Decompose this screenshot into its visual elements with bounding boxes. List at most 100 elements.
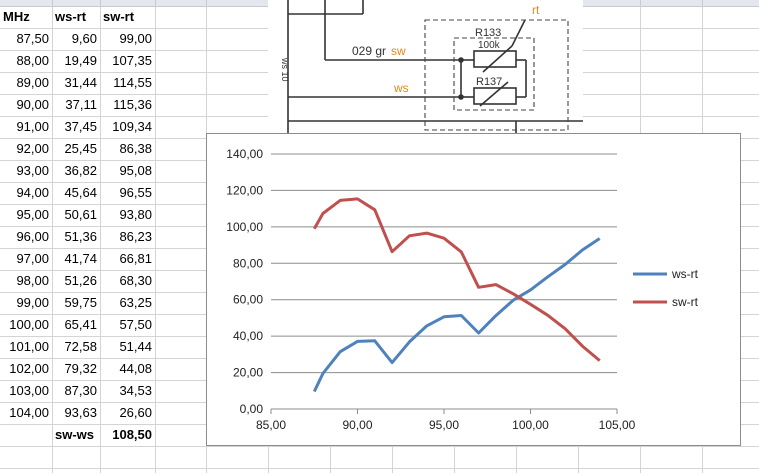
table-cell[interactable]: 51,44 bbox=[119, 339, 152, 354]
table-cell[interactable]: 66,81 bbox=[119, 251, 152, 266]
table-cell[interactable]: 37,11 bbox=[65, 97, 97, 112]
table-cell[interactable]: 87,30 bbox=[64, 383, 97, 398]
table-cell[interactable]: 9,60 bbox=[71, 31, 97, 46]
table-cell[interactable]: 34,53 bbox=[119, 383, 152, 398]
y-tick-label: 40,00 bbox=[233, 329, 263, 343]
table-cell[interactable]: 101,00 bbox=[9, 339, 49, 354]
junction-dot bbox=[458, 94, 464, 100]
table-cell[interactable]: 100,00 bbox=[9, 317, 49, 332]
r137-label: R137 bbox=[476, 76, 502, 88]
table-cell[interactable]: 93,00 bbox=[16, 163, 49, 178]
table-cell[interactable]: 87,50 bbox=[16, 31, 49, 46]
y-tick-label: 0,00 bbox=[240, 402, 264, 416]
chart-container[interactable]: 0,00 20,00 40,00 60,00 80,00 100,00 120,00 140,… bbox=[206, 133, 741, 446]
column-header-separator bbox=[52, 0, 53, 6]
table-cell[interactable]: 102,00 bbox=[9, 361, 49, 376]
table-cell[interactable]: 109,34 bbox=[112, 119, 152, 134]
wire-label: 029 gr bbox=[352, 44, 386, 58]
column-header-separator bbox=[100, 0, 101, 6]
column-header-separator bbox=[640, 0, 641, 6]
table-cell[interactable]: 89,00 bbox=[16, 75, 49, 90]
series-line-sw-rt bbox=[312, 197, 601, 362]
header-cell-ws-rt[interactable]: ws-rt bbox=[55, 9, 87, 24]
r133-label: R133 bbox=[475, 27, 501, 39]
x-tick-label: 90,00 bbox=[342, 418, 372, 432]
table-cell[interactable]: 97,00 bbox=[16, 251, 49, 266]
table-cell[interactable]: 68,30 bbox=[119, 273, 152, 288]
table-cell[interactable]: 31,44 bbox=[64, 75, 97, 90]
table-cell[interactable]: 51,36 bbox=[64, 229, 97, 244]
table-cell[interactable]: 26,60 bbox=[119, 405, 152, 420]
table-cell[interactable]: 99,00 bbox=[16, 295, 49, 310]
table-cell[interactable]: 25,45 bbox=[64, 141, 97, 156]
y-tick-label: 80,00 bbox=[233, 256, 263, 270]
column-gridline bbox=[52, 6, 53, 473]
table-cell[interactable]: 93,80 bbox=[119, 207, 152, 222]
schematic-image: ws 10 029 gr sw ws rt R133 100k R137 bbox=[268, 0, 583, 133]
sw-label: sw bbox=[391, 44, 406, 58]
y-tick-label: 20,00 bbox=[233, 366, 263, 380]
x-tick-label: 105,00 bbox=[599, 418, 636, 432]
table-cell[interactable]: 95,00 bbox=[16, 207, 49, 222]
table-cell[interactable]: 91,00 bbox=[16, 119, 49, 134]
table-cell[interactable]: 99,00 bbox=[119, 31, 152, 46]
table-cell[interactable]: 65,41 bbox=[64, 317, 97, 332]
y-tick-label: 100,00 bbox=[226, 220, 263, 234]
line-chart[interactable]: 0,00 20,00 40,00 60,00 80,00 100,00 120,00 140,… bbox=[207, 134, 740, 445]
column-header-separator bbox=[155, 0, 156, 6]
table-cell[interactable]: 45,64 bbox=[64, 185, 97, 200]
table-cell[interactable]: 57,50 bbox=[119, 317, 152, 332]
footer-label-cell[interactable]: sw-ws bbox=[55, 427, 95, 442]
column-header-separator bbox=[702, 0, 703, 6]
series-line-ws-rt bbox=[312, 237, 601, 393]
table-cell[interactable]: 86,38 bbox=[119, 141, 152, 156]
table-cell[interactable]: 88,00 bbox=[16, 53, 49, 68]
table-cell[interactable]: 19,49 bbox=[64, 53, 97, 68]
row-gridline bbox=[0, 446, 759, 447]
table-cell[interactable]: 79,32 bbox=[64, 361, 97, 376]
header-cell-mhz[interactable]: MHz bbox=[3, 9, 30, 24]
y-tick-label: 120,00 bbox=[226, 183, 263, 197]
table-cell[interactable]: 96,55 bbox=[119, 185, 152, 200]
column-gridline bbox=[155, 6, 156, 473]
footer-value-cell[interactable]: 108,50 bbox=[112, 427, 152, 442]
table-cell[interactable]: 41,74 bbox=[64, 251, 97, 266]
y-tick-label: 60,00 bbox=[233, 293, 263, 307]
table-cell[interactable]: 104,00 bbox=[9, 405, 49, 420]
junction-dot bbox=[458, 57, 464, 63]
table-cell[interactable]: 103,00 bbox=[9, 383, 49, 398]
table-cell[interactable]: 36,82 bbox=[64, 163, 97, 178]
column-header-separator bbox=[206, 0, 207, 6]
table-cell[interactable]: 95,08 bbox=[119, 163, 152, 178]
side-label: ws 10 bbox=[280, 57, 290, 82]
table-cell[interactable]: 90,00 bbox=[16, 97, 49, 112]
y-tick-label: 140,00 bbox=[226, 147, 263, 161]
x-tick-label: 100,00 bbox=[512, 418, 549, 432]
rt-label: rt bbox=[532, 3, 540, 17]
table-cell[interactable]: 98,00 bbox=[16, 273, 49, 288]
table-cell[interactable]: 115,36 bbox=[113, 97, 152, 112]
table-cell[interactable]: 94,00 bbox=[16, 185, 49, 200]
table-cell[interactable]: 107,35 bbox=[112, 53, 152, 68]
column-gridline bbox=[100, 6, 101, 473]
table-cell[interactable]: 37,45 bbox=[64, 119, 97, 134]
legend-label-sw-rt: sw-rt bbox=[672, 295, 699, 309]
legend-label-ws-rt: ws-rt bbox=[671, 267, 699, 281]
r133-value-label: 100k bbox=[478, 40, 501, 51]
schematic-drawing: ws 10 029 gr sw ws rt R133 100k R137 bbox=[280, 0, 583, 133]
table-cell[interactable]: 86,23 bbox=[119, 229, 152, 244]
table-cell[interactable]: 44,08 bbox=[119, 361, 152, 376]
header-cell-sw-rt[interactable]: sw-rt bbox=[103, 9, 135, 24]
row-gridline bbox=[0, 468, 759, 469]
table-cell[interactable]: 93,63 bbox=[64, 405, 97, 420]
x-tick-label: 95,00 bbox=[429, 418, 459, 432]
table-cell[interactable]: 96,00 bbox=[16, 229, 49, 244]
x-tick-label: 85,00 bbox=[256, 418, 286, 432]
table-cell[interactable]: 51,26 bbox=[64, 273, 97, 288]
table-cell[interactable]: 63,25 bbox=[119, 295, 152, 310]
table-cell[interactable]: 59,75 bbox=[64, 295, 97, 310]
table-cell[interactable]: 114,55 bbox=[113, 75, 152, 90]
table-cell[interactable]: 72,58 bbox=[64, 339, 97, 354]
table-cell[interactable]: 92,00 bbox=[16, 141, 49, 156]
table-cell[interactable]: 50,61 bbox=[64, 207, 97, 222]
